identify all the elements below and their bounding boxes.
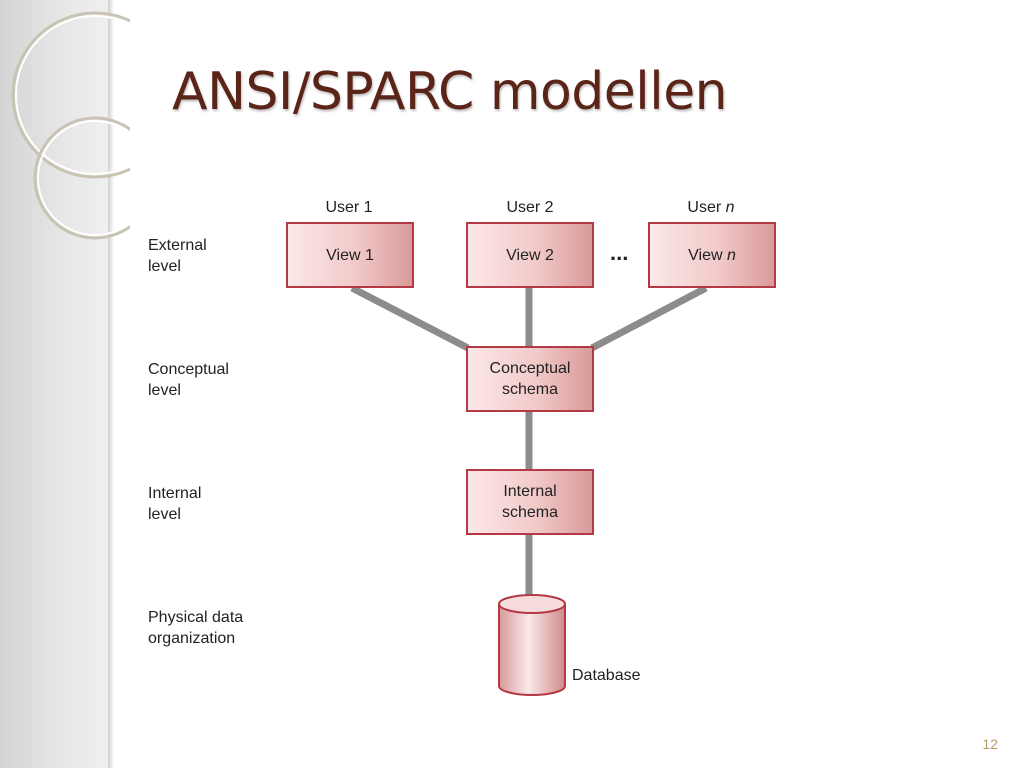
internal-level-line2: level bbox=[148, 506, 181, 523]
conceptual-schema-line2: schema bbox=[501, 381, 558, 398]
decorative-circle-small bbox=[33, 116, 130, 240]
sidebar-edge bbox=[108, 0, 114, 768]
physical-level-line2: organization bbox=[148, 630, 236, 647]
physical-level-line1: Physical data bbox=[148, 609, 244, 626]
decorative-circle-small-highlight bbox=[37, 120, 130, 236]
conceptual-level-line1: Conceptual bbox=[148, 361, 229, 378]
internal-schema-box: Internal schema bbox=[466, 469, 594, 535]
user-n-prefix: User bbox=[687, 199, 726, 216]
conceptual-schema-box: Conceptual schema bbox=[466, 346, 594, 412]
view-1-box: View 1 bbox=[286, 222, 414, 288]
user-n-variable: n bbox=[725, 199, 735, 216]
internal-level-line1: Internal bbox=[148, 485, 202, 502]
external-level-label: External level bbox=[148, 235, 207, 277]
view-n-box: View n bbox=[648, 222, 776, 288]
external-level-line1: External bbox=[148, 237, 207, 254]
page-number: 12 bbox=[982, 736, 998, 752]
view-2-box: View 2 bbox=[466, 222, 594, 288]
connector-viewn-conceptual bbox=[590, 284, 708, 352]
decorative-circles bbox=[11, 11, 130, 240]
view-n-variable: n bbox=[726, 246, 736, 264]
internal-level-label: Internal level bbox=[148, 483, 201, 525]
conceptual-level-line2: level bbox=[148, 382, 181, 399]
database-cylinder-body bbox=[498, 604, 566, 696]
database-cylinder-top bbox=[498, 594, 566, 614]
slide-title: ANSI/SPARC modellen bbox=[172, 62, 728, 122]
view-2-label: View 2 bbox=[506, 246, 554, 264]
physical-level-label: Physical data organization bbox=[148, 607, 243, 649]
ellipsis: ... bbox=[610, 240, 629, 265]
view-n-prefix: View bbox=[688, 246, 727, 264]
external-level-line2: level bbox=[148, 258, 181, 275]
decorative-circle-large-highlight bbox=[15, 15, 130, 175]
view-1-label: View 1 bbox=[326, 246, 374, 264]
conceptual-schema-line1: Conceptual bbox=[489, 360, 571, 377]
internal-schema-line1: Internal bbox=[503, 483, 557, 500]
database-cylinder-icon bbox=[498, 594, 566, 696]
conceptual-level-label: Conceptual level bbox=[148, 359, 229, 401]
user-2-label: User 2 bbox=[506, 199, 554, 216]
view-n-label: View n bbox=[688, 245, 736, 266]
database-label: Database bbox=[572, 667, 641, 684]
user-1-label: User 1 bbox=[325, 199, 373, 216]
decorative-circle-large bbox=[11, 11, 130, 179]
internal-schema-line2: schema bbox=[501, 504, 559, 521]
user-n-label: User n bbox=[648, 199, 774, 217]
connector-view1-conceptual bbox=[350, 284, 470, 352]
